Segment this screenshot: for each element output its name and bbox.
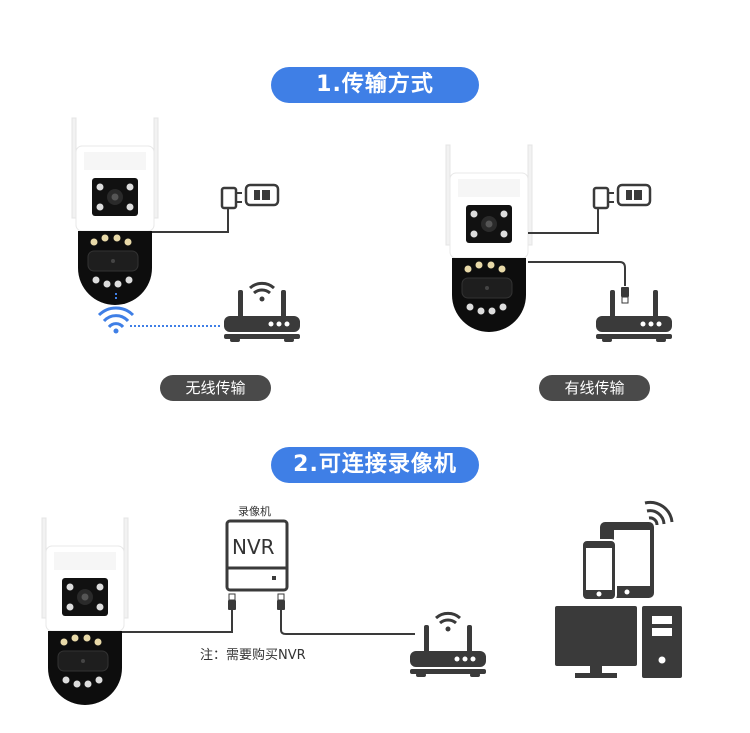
ethernet-plug-icon	[227, 593, 237, 611]
router-icon	[224, 281, 300, 342]
power-cable	[528, 208, 599, 234]
wired-label: 有线传输	[539, 375, 650, 401]
phone-icon	[581, 539, 617, 601]
nvr-text: NVR	[232, 535, 275, 559]
router-icon	[410, 611, 486, 677]
camera-wireless	[71, 117, 159, 306]
ethernet-plug-icon	[276, 593, 286, 611]
section1-title: 1.传输方式	[271, 67, 479, 103]
pc-tower-icon	[642, 606, 682, 678]
power-cable	[152, 208, 229, 233]
camera-to-nvr-cable	[122, 606, 233, 633]
ethernet-plug-icon	[620, 286, 630, 304]
wireless-label: 无线传输	[160, 375, 271, 401]
nvr-box-icon	[225, 519, 289, 592]
camera-nvr	[41, 517, 129, 706]
monitor-icon	[555, 606, 637, 678]
ethernet-cable	[528, 261, 626, 286]
devices-icon	[555, 500, 682, 678]
power-adapter-icon	[220, 183, 280, 210]
nvr-note: 注：需要购买NVR	[200, 648, 306, 663]
camera-wired	[445, 144, 533, 333]
section2-title: 2.可连接录像机	[271, 447, 479, 483]
power-adapter-icon	[592, 183, 652, 210]
nvr-caption: 录像机	[238, 505, 271, 518]
router-icon	[596, 290, 672, 342]
wifi-signal-icon	[97, 306, 135, 334]
nvr-to-router-cable	[280, 610, 415, 635]
signal-icon	[644, 500, 674, 526]
